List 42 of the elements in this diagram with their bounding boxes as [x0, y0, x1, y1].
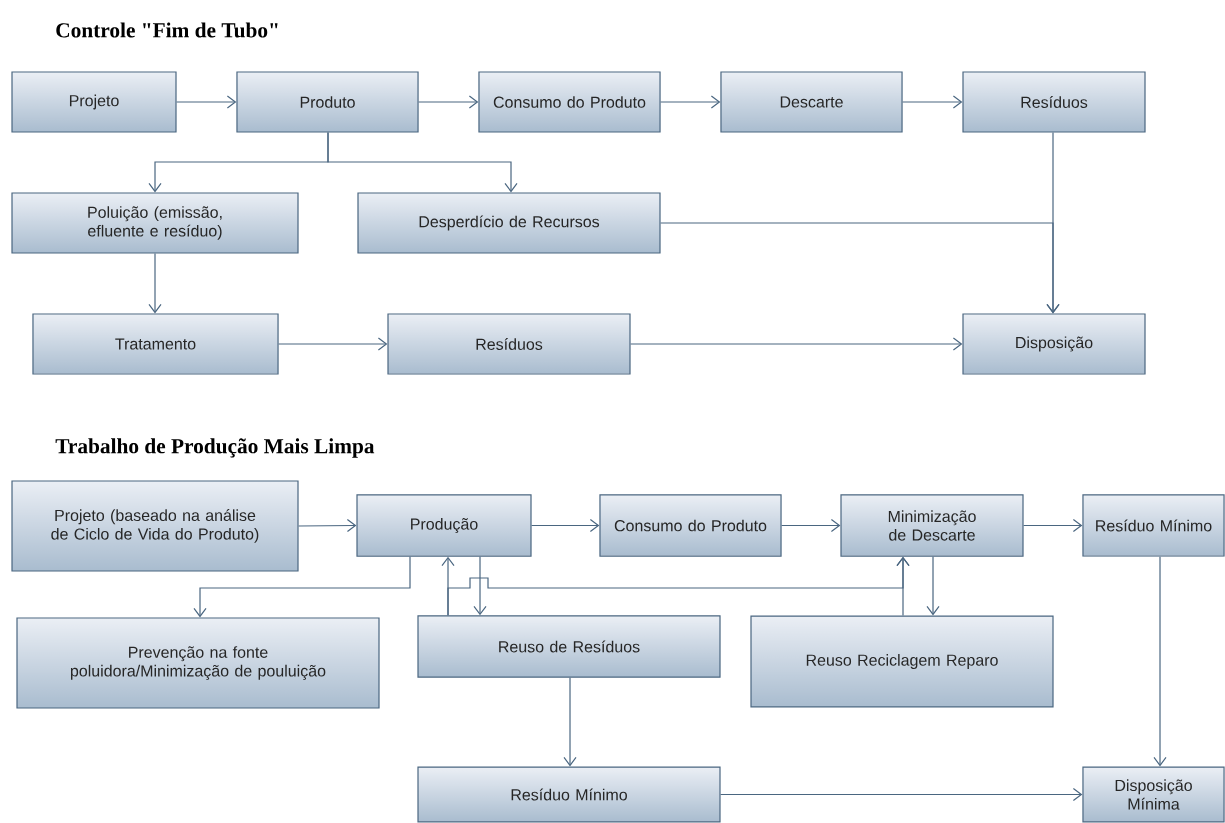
- process-box: Resíduos: [387, 313, 631, 375]
- arrow: [720, 787, 1083, 802]
- process-box: Resíduo Mínimo: [1082, 494, 1225, 557]
- process-box: Poluição (emissão, efluente e resíduo): [11, 192, 299, 254]
- process-box: Reuso de Resíduos: [417, 615, 721, 678]
- arrow: [660, 95, 721, 109]
- arrow: [531, 518, 600, 533]
- process-box: Reuso Reciclagem Reparo: [750, 615, 1054, 708]
- process-box: Minimização de Descarte: [840, 494, 1024, 557]
- process-box: Resíduo Mínimo: [417, 766, 721, 823]
- process-box: Resíduos: [962, 71, 1146, 133]
- arrow: [896, 556, 910, 617]
- arrow: [327, 132, 518, 193]
- process-box: Disposição Mínima: [1082, 766, 1225, 823]
- arrow: [193, 556, 411, 618]
- process-box: Disposição: [962, 313, 1146, 375]
- process-box: Tratamento: [32, 313, 279, 375]
- arrow: [781, 518, 841, 533]
- section-heading: Trabalho de Produção Mais Limpa: [55, 438, 375, 458]
- arrow: [1023, 518, 1083, 533]
- process-box: Consumo do Produto: [478, 71, 661, 133]
- arrow: [902, 95, 963, 109]
- process-box: Prevenção na fonte poluidora/Minimização de pouluição: [16, 617, 380, 709]
- process-box: Desperdício de Recursos: [357, 192, 661, 254]
- arrow: [563, 677, 577, 767]
- process-box: Produto: [236, 71, 419, 133]
- arrow: [473, 556, 487, 616]
- process-box: Projeto (baseado na análise de Ciclo de Vida do Produto): [11, 480, 299, 572]
- arrow: [1153, 556, 1167, 767]
- process-box: Consumo do Produto: [599, 494, 782, 557]
- arrow: [418, 95, 479, 109]
- arrow: [176, 95, 237, 109]
- arrow: [630, 337, 963, 351]
- process-box: Produção: [356, 494, 532, 557]
- section-heading: Controle "Fim de Tubo": [56, 22, 278, 38]
- process-box: Projeto: [11, 71, 177, 133]
- arrow: [278, 337, 388, 351]
- arrow: [298, 519, 357, 533]
- arrow: [926, 556, 940, 616]
- process-box: Descarte: [720, 71, 903, 133]
- arrow: [148, 253, 162, 314]
- arrow: [660, 222, 1060, 314]
